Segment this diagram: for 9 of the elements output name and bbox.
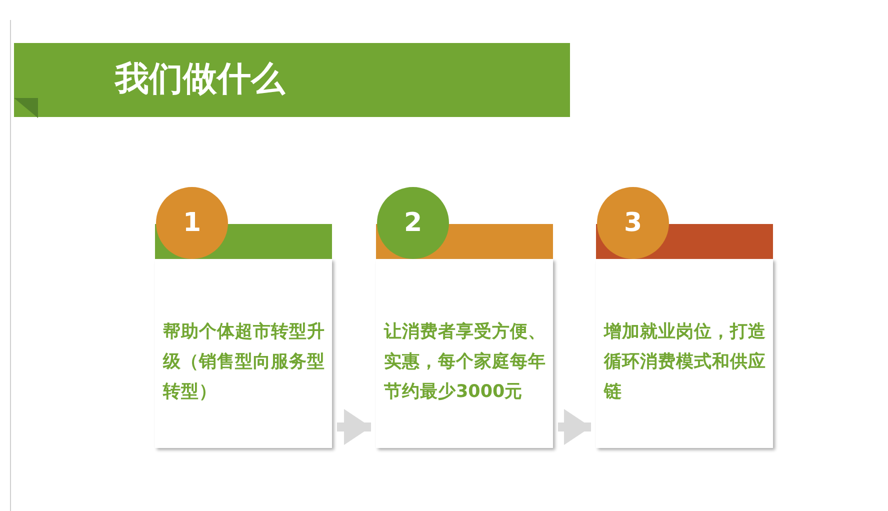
arrow: [337, 409, 371, 445]
arrow: [558, 409, 591, 445]
card-text: 帮助个体超市转型升级（销售型向服务型转型）: [163, 320, 326, 404]
number-circle: 3: [597, 187, 669, 259]
card-text: 增加就业岗位，打造循环消费模式和供应链: [604, 321, 767, 404]
number-circle: 1: [156, 187, 228, 259]
number-circle: 2: [377, 187, 449, 259]
card-text: 让消费者享受方便、实惠，每个家庭每年节约最少3000元: [384, 320, 547, 404]
title: 我们做什么: [115, 58, 285, 101]
